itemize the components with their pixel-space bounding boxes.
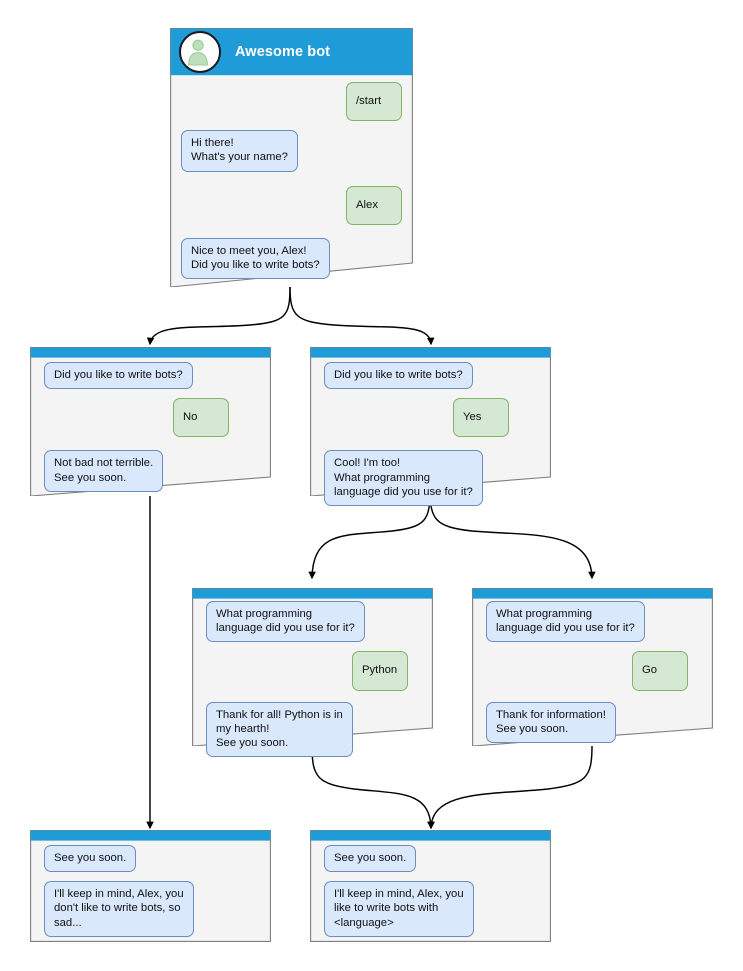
message-row: Python bbox=[206, 651, 419, 691]
message-row: See you soon. bbox=[44, 845, 257, 873]
message-row: I'll keep in mind, Alex, you don't like … bbox=[44, 881, 257, 937]
edge-root-to-no bbox=[146, 286, 291, 346]
message-row: Did you like to write bots? bbox=[44, 362, 257, 390]
message-row: What programming language did you use fo… bbox=[486, 601, 699, 643]
bot-message-bubble: Thank for all! Python is in my hearth! S… bbox=[206, 701, 353, 758]
bot-title: Awesome bot bbox=[235, 43, 331, 60]
bot-message-bubble: See you soon. bbox=[324, 845, 417, 873]
message-row: /start bbox=[181, 82, 402, 122]
bot-message-bubble: See you soon. bbox=[44, 845, 137, 873]
message-list-end-sad: See you soon. I'll keep in mind, Alex, y… bbox=[30, 845, 271, 946]
user-message-bubble: /start bbox=[346, 82, 402, 122]
card-python-branch[interactable]: What programming language did you use fo… bbox=[192, 588, 433, 758]
message-row: Go bbox=[486, 651, 699, 691]
message-list-go: What programming language did you use fo… bbox=[472, 601, 713, 752]
user-message-bubble: Alex bbox=[346, 185, 402, 225]
bot-message-bubble: Cool! I'm too! What programming language… bbox=[324, 450, 483, 507]
card-no-branch[interactable]: Did you like to write bots? No Not bad n… bbox=[30, 347, 271, 496]
message-row: Yes bbox=[324, 398, 537, 438]
card-end-sad[interactable]: See you soon. I'll keep in mind, Alex, y… bbox=[30, 830, 271, 942]
message-row: What programming language did you use fo… bbox=[206, 601, 419, 643]
message-list-yes: Did you like to write bots? Yes Cool! I'… bbox=[310, 362, 551, 515]
bot-message-bubble: I'll keep in mind, Alex, you like to wri… bbox=[324, 881, 474, 937]
bot-message-bubble: What programming language did you use fo… bbox=[486, 601, 645, 643]
message-row: See you soon. bbox=[324, 845, 537, 873]
edge-go-to-end-happy bbox=[427, 745, 593, 830]
message-list-no: Did you like to write bots? No Not bad n… bbox=[30, 362, 271, 501]
message-row: Nice to meet you, Alex! Did you like to … bbox=[181, 237, 402, 280]
edge-root-to-yes bbox=[289, 286, 435, 346]
bot-message-bubble: Thank for information! See you soon. bbox=[486, 701, 616, 744]
card-end-happy[interactable]: See you soon. I'll keep in mind, Alex, y… bbox=[310, 830, 551, 942]
user-message-bubble: Python bbox=[352, 651, 408, 691]
bot-message-bubble: Nice to meet you, Alex! Did you like to … bbox=[181, 237, 330, 280]
message-row: Hi there! What's your name? bbox=[181, 130, 402, 172]
message-list-root: /start Hi there! What's your name? Alex … bbox=[170, 82, 413, 288]
user-message-bubble: Go bbox=[632, 651, 688, 691]
message-row: Did you like to write bots? bbox=[324, 362, 537, 390]
bot-header: Awesome bot bbox=[170, 28, 413, 75]
bot-message-bubble: Hi there! What's your name? bbox=[181, 130, 298, 172]
message-row: Alex bbox=[181, 185, 402, 225]
bot-message-bubble: Did you like to write bots? bbox=[324, 362, 473, 390]
card-root-conversation[interactable]: Awesome bot /start Hi there! What's your… bbox=[170, 28, 413, 287]
message-row: Cool! I'm too! What programming language… bbox=[324, 450, 537, 507]
message-list-python: What programming language did you use fo… bbox=[192, 601, 433, 766]
message-row: Not bad not terrible. See you soon. bbox=[44, 450, 257, 492]
card-go-branch[interactable]: What programming language did you use fo… bbox=[472, 588, 713, 746]
card-yes-branch[interactable]: Did you like to write bots? Yes Cool! I'… bbox=[310, 347, 551, 507]
message-row: Thank for information! See you soon. bbox=[486, 701, 699, 744]
person-avatar-icon bbox=[179, 30, 221, 73]
bot-message-bubble: I'll keep in mind, Alex, you don't like … bbox=[44, 881, 194, 937]
bot-message-bubble: Did you like to write bots? bbox=[44, 362, 193, 390]
bot-message-bubble: What programming language did you use fo… bbox=[206, 601, 365, 643]
message-list-end-happy: See you soon. I'll keep in mind, Alex, y… bbox=[310, 845, 551, 946]
message-row: I'll keep in mind, Alex, you like to wri… bbox=[324, 881, 537, 937]
message-row: No bbox=[44, 398, 257, 438]
message-row: Thank for all! Python is in my hearth! S… bbox=[206, 701, 419, 758]
user-message-bubble: Yes bbox=[453, 398, 509, 438]
bot-message-bubble: Not bad not terrible. See you soon. bbox=[44, 450, 164, 492]
user-message-bubble: No bbox=[173, 398, 229, 438]
